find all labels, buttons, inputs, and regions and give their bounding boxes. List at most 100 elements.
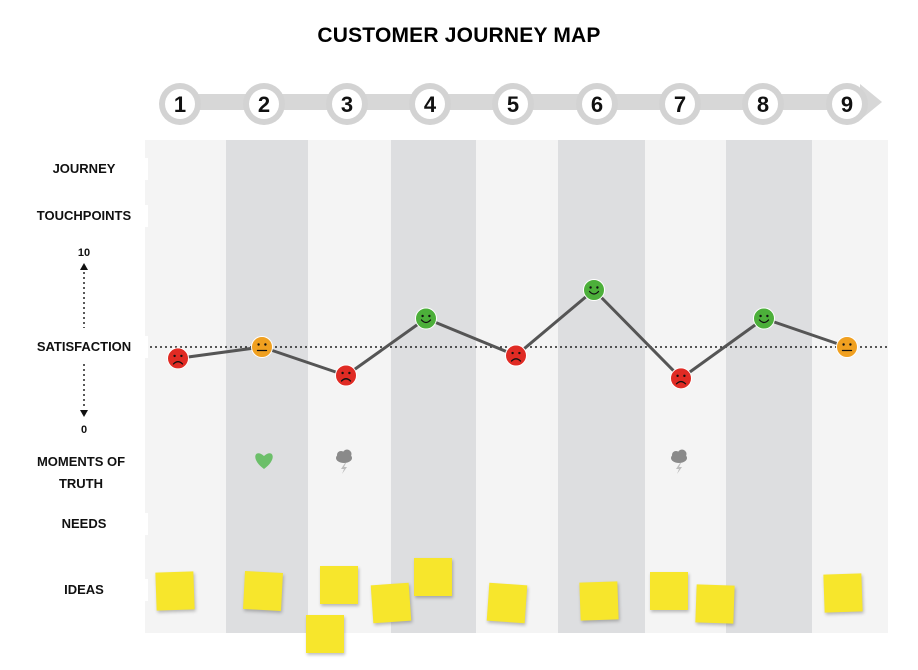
column-band [726, 140, 812, 633]
face-eye [264, 343, 267, 346]
sad-face-icon [335, 364, 357, 387]
satisfaction-scale: 10 0 [78, 247, 90, 436]
storm-cloud-icon [671, 449, 687, 474]
scale-up-arrow-icon [80, 263, 88, 270]
column-band [145, 140, 226, 633]
face-eye [589, 286, 592, 289]
face-eye [759, 314, 762, 318]
scale-min-label: 0 [81, 424, 87, 436]
step-number: 3 [341, 92, 353, 117]
sticky-note [695, 584, 735, 624]
row-label-journey: JOURNEY [20, 158, 148, 180]
step-number: 7 [674, 92, 686, 117]
page-title: CUSTOMER JOURNEY MAP [317, 24, 601, 47]
step-number: 6 [591, 92, 603, 117]
step-face [332, 89, 362, 119]
step-marker: 6 [576, 83, 618, 125]
face-disc [167, 347, 189, 370]
scale-max-label: 10 [78, 247, 90, 259]
row-label-ideas: IDEAS [20, 579, 148, 601]
face-eye [518, 351, 521, 355]
sad-face-icon [670, 367, 692, 390]
neutral-face-icon [836, 336, 858, 358]
face-eye [842, 343, 845, 346]
face-eye [596, 286, 599, 289]
row-label-satisfaction: SATISFACTION [20, 336, 148, 358]
face-disc [583, 279, 605, 301]
face-disc [836, 336, 858, 358]
sticky-note [579, 581, 619, 621]
sticky-note [306, 615, 344, 653]
face-mouth [420, 319, 432, 324]
step-marker: 4 [409, 83, 451, 125]
sad-face-icon [167, 347, 189, 370]
neutral-face-icon [251, 336, 273, 358]
step-marker: 3 [326, 83, 368, 125]
step-marker: 9 [826, 83, 868, 125]
face-mouth [675, 380, 687, 385]
step-number: 5 [507, 92, 519, 117]
face-eye [341, 371, 344, 375]
face-eye [173, 354, 176, 358]
face-eye [849, 343, 852, 346]
row-label-moments-of-truth: MOMENTS OF TRUTH [20, 451, 142, 495]
step-header: 1 2 3 4 5 6 7 8 9 [159, 83, 882, 125]
step-number: 8 [757, 92, 769, 117]
step-number: 9 [841, 92, 853, 117]
sticky-note [155, 571, 195, 611]
step-marker: 8 [742, 83, 784, 125]
step-marker: 2 [243, 83, 285, 125]
row-label-needs: NEEDS [20, 513, 148, 535]
step-marker: 7 [659, 83, 701, 125]
face-disc [670, 367, 692, 390]
lightning-icon [676, 463, 682, 474]
face-disc [753, 307, 775, 330]
face-mouth [588, 290, 600, 295]
step-marker: 5 [492, 83, 534, 125]
sticky-note [823, 573, 863, 613]
heart-icon [255, 453, 273, 469]
face-mouth [172, 361, 184, 365]
step-number: 4 [424, 92, 437, 117]
face-mouth [510, 358, 522, 362]
sad-face-icon [505, 344, 527, 367]
face-eye [180, 354, 183, 358]
step-face [165, 89, 195, 119]
happy-face-icon [415, 307, 437, 330]
face-disc [415, 307, 437, 330]
sticky-note [370, 582, 412, 624]
face-eye [257, 343, 260, 346]
cloud-part [342, 449, 352, 459]
step-face [832, 89, 862, 119]
face-mouth [758, 319, 770, 324]
storm-cloud-icon [336, 449, 352, 474]
face-disc [251, 336, 273, 358]
face-eye [421, 314, 424, 318]
happy-face-icon [583, 279, 605, 301]
lightning-icon [341, 463, 347, 474]
step-face [665, 89, 695, 119]
step-marker: 1 [159, 83, 201, 125]
face-disc [505, 344, 527, 367]
column-band [558, 140, 645, 633]
step-face [415, 89, 445, 119]
step-number: 2 [258, 92, 270, 117]
scale-down-arrow-icon [80, 410, 88, 417]
column-band [476, 140, 558, 633]
column-bands [145, 140, 888, 633]
row-label-touchpoints: TOUCHPOINTS [20, 205, 148, 227]
step-face [498, 89, 528, 119]
sticky-note [414, 558, 452, 596]
face-mouth [340, 378, 352, 382]
face-eye [683, 374, 686, 378]
column-band [391, 140, 476, 633]
sticky-note [243, 571, 283, 611]
face-eye [348, 371, 351, 375]
column-band [812, 140, 888, 633]
face-eye [766, 314, 769, 318]
column-band [308, 140, 391, 633]
sticky-note [650, 572, 688, 610]
face-eye [511, 351, 514, 355]
cloud-part [677, 449, 687, 459]
